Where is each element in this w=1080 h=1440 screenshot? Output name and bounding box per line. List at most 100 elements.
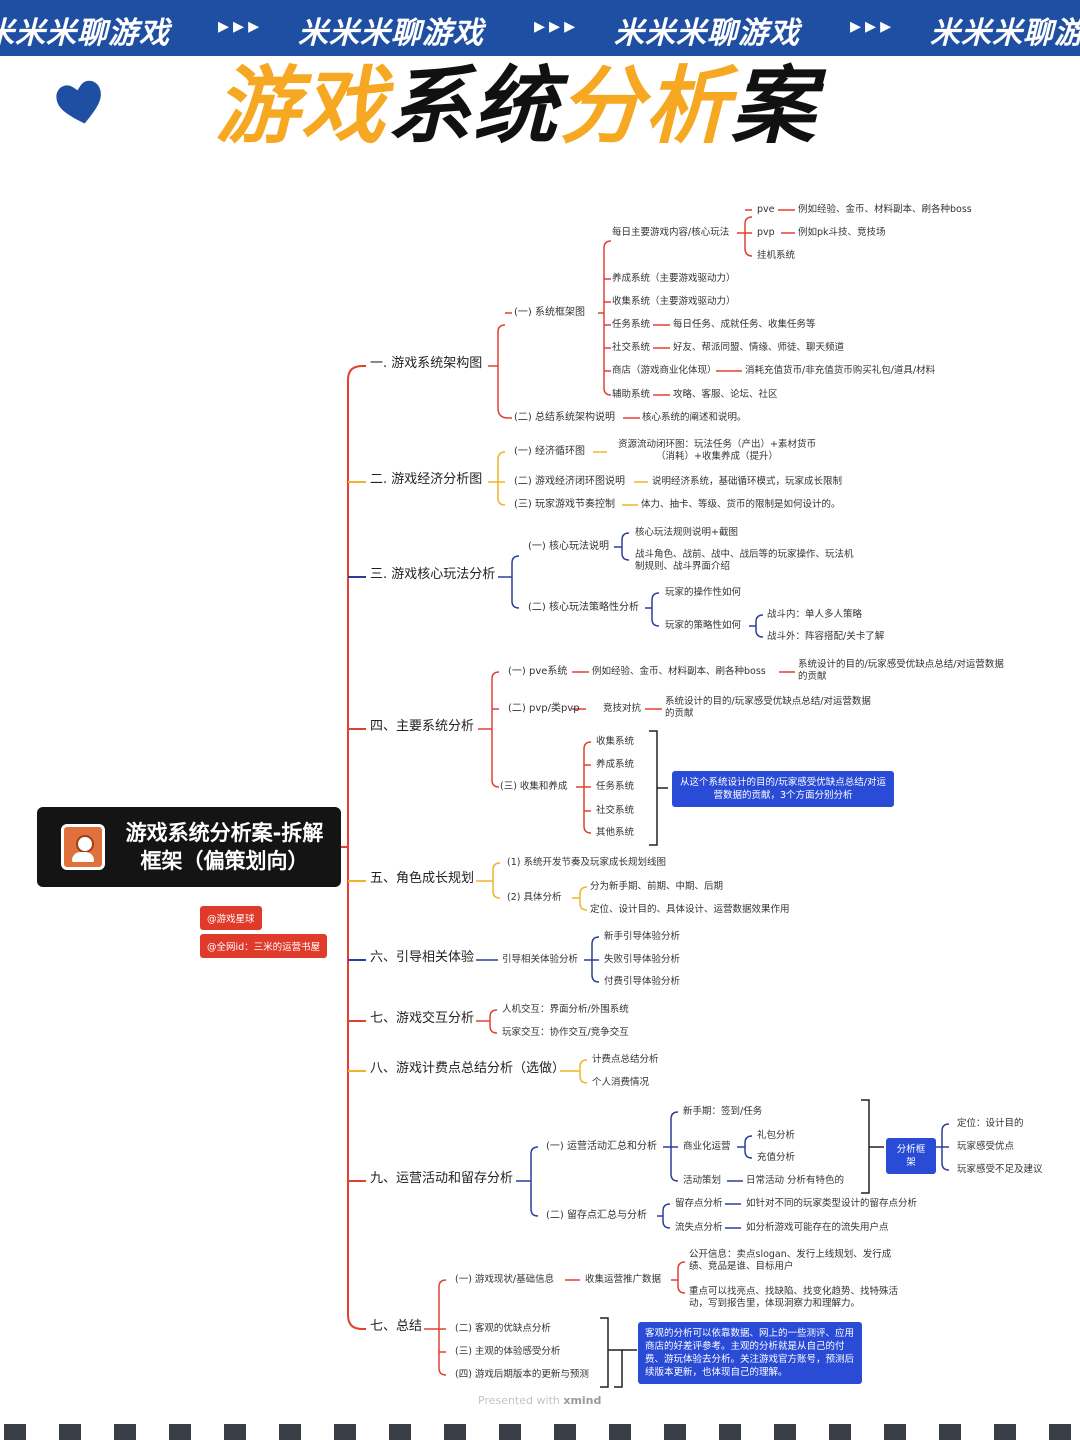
node: 收集运营推广数据 bbox=[585, 1274, 662, 1285]
watermark-prefix: Presented with bbox=[478, 1394, 560, 1407]
node: (二) 游戏经济闭环图说明 bbox=[514, 476, 625, 487]
node: 攻略、客服、论坛、社区 bbox=[673, 389, 778, 400]
node: (一) 核心玩法说明 bbox=[528, 541, 609, 552]
node: 社交系统 bbox=[612, 342, 651, 353]
node: 流失点分析 bbox=[675, 1222, 723, 1233]
node: 玩家的策略性如何 bbox=[665, 620, 742, 631]
node: 好友、帮派同盟、情缘、师徒、聊天频道 bbox=[673, 342, 845, 353]
node: pvp bbox=[757, 227, 775, 238]
node: 定位、设计目的、具体设计、运营数据效果作用 bbox=[590, 904, 790, 915]
node: 任务系统 bbox=[612, 319, 651, 330]
node: 商店（游戏商业化体现） bbox=[612, 365, 717, 376]
strip-square bbox=[4, 1424, 26, 1440]
node: (二) 留存点汇总与分析 bbox=[546, 1210, 647, 1221]
node: 竞技对抗 bbox=[603, 703, 642, 714]
branch-billing: 八、游戏计费点总结分析（选做） bbox=[370, 1061, 566, 1076]
node: 新手期：签到/任务 bbox=[683, 1106, 763, 1117]
strip-square bbox=[884, 1424, 906, 1440]
node: 辅助系统 bbox=[612, 389, 651, 400]
branch-guide: 六、引导相关体验 bbox=[370, 950, 475, 965]
strip-square bbox=[1049, 1424, 1071, 1440]
node: 人机交互：界面分析/外围系统 bbox=[502, 1004, 629, 1015]
node: 挂机系统 bbox=[757, 250, 796, 261]
strip-square bbox=[994, 1424, 1016, 1440]
list-item: 玩家感受优点 bbox=[957, 1141, 1015, 1152]
list-item: 玩家感受不足及建议 bbox=[957, 1164, 1043, 1175]
node: (一) pve系统 bbox=[508, 666, 568, 677]
node: (二) pvp/类pvp bbox=[508, 703, 580, 714]
node: (二) 核心玩法策略性分析 bbox=[528, 602, 639, 613]
node: 个人消费情况 bbox=[592, 1077, 650, 1088]
strip-square bbox=[224, 1424, 246, 1440]
banner-text: 米米米聊游戏 bbox=[0, 16, 170, 51]
list-item: 付费引导体验分析 bbox=[604, 976, 681, 987]
strip-square bbox=[499, 1424, 521, 1440]
strip-square bbox=[169, 1424, 191, 1440]
banner-arrows: ▸▸▸ bbox=[218, 14, 264, 39]
node: 战斗角色、战前、战中、战后等的玩家操作、玩法机制规则、战斗界面介绍 bbox=[635, 549, 854, 572]
strip-square bbox=[334, 1424, 356, 1440]
node: pve bbox=[757, 204, 775, 215]
branch-growth: 五、角色成长规划 bbox=[370, 871, 475, 886]
branch-operations: 九、运营活动和留存分析 bbox=[370, 1171, 514, 1186]
strip-square bbox=[59, 1424, 81, 1440]
title-part: 系统 bbox=[387, 57, 560, 155]
branch-core-gameplay: 三. 游戏核心玩法分析 bbox=[370, 567, 496, 582]
strip-square bbox=[609, 1424, 631, 1440]
node: 活动策划 bbox=[683, 1175, 722, 1186]
banner-arrows: ▸▸▸ bbox=[534, 14, 580, 39]
node: 例如经验、金币、材料副本、刷各种boss bbox=[592, 666, 766, 677]
node: 如针对不同的玩家类型设计的留存点分析 bbox=[746, 1198, 918, 1209]
node: (一) 经济循环图 bbox=[514, 446, 585, 457]
title-part: 游戏 bbox=[215, 57, 388, 155]
top-banner: 米米米聊游戏 ▸▸▸ 米米米聊游戏 ▸▸▸ 米米米聊游戏 ▸▸▸ 米米米聊游 bbox=[0, 0, 1080, 56]
node: 如分析游戏可能存在的流失用户点 bbox=[746, 1222, 889, 1233]
node: 日常活动 分析有特色的 bbox=[746, 1175, 845, 1186]
branch-system-architecture: 一. 游戏系统架构图 bbox=[370, 356, 483, 371]
branch-summary: 七、总结 bbox=[370, 1319, 423, 1334]
node: 分为新手期、前期、中期、后期 bbox=[590, 881, 724, 892]
strip-square bbox=[554, 1424, 576, 1440]
node: 玩家的操作性如何 bbox=[665, 587, 742, 598]
strip-square bbox=[829, 1424, 851, 1440]
list-item: 任务系统 bbox=[596, 781, 635, 792]
list-item: 失败引导体验分析 bbox=[604, 954, 681, 965]
list-item: 养成系统 bbox=[596, 759, 635, 770]
node: 公开信息：卖点slogan、发行上线规划、发行成绩、竞品是谁、目标用户 bbox=[689, 1249, 892, 1272]
watermark: Presented with xmind bbox=[478, 1394, 601, 1407]
banner-text: 米米米聊游 bbox=[930, 16, 1080, 51]
node: 重点可以找亮点、找缺陷、找变化趋势、找特殊活动，写到报告里，体现洞察力和理解力。 bbox=[689, 1286, 899, 1309]
author-id-tag: @全网id：三米的运营书屋 bbox=[200, 934, 328, 958]
strip-square bbox=[939, 1424, 961, 1440]
root-node: 游戏系统分析案-拆解框架（偏策划向） bbox=[37, 807, 341, 887]
node: 例如pk斗技、竞技场 bbox=[798, 227, 886, 238]
node: 礼包分析 bbox=[757, 1130, 796, 1141]
node: 体力、抽卡、等级、货币的限制是如何设计的。 bbox=[641, 499, 841, 510]
branch-interaction: 七、游戏交互分析 bbox=[370, 1011, 475, 1026]
node: 每日任务、成就任务、收集任务等 bbox=[673, 319, 816, 330]
node: 引导相关体验分析 bbox=[502, 954, 579, 965]
node: 充值分析 bbox=[757, 1152, 796, 1163]
node: (三) 玩家游戏节奏控制 bbox=[514, 499, 615, 510]
node: 战斗内：单人多人策略 bbox=[767, 609, 863, 620]
node: (一) 运营活动汇总和分析 bbox=[546, 1141, 657, 1152]
heart-icon bbox=[56, 80, 101, 124]
node: (三) 收集和养成 bbox=[500, 781, 568, 792]
node: 核心系统的阐述和说明。 bbox=[642, 412, 747, 423]
node: 商业化运营 bbox=[683, 1141, 731, 1152]
branch-economy: 二. 游戏经济分析图 bbox=[370, 472, 483, 487]
node: 系统设计的目的/玩家感受优缺点总结/对运营数据的贡献 bbox=[665, 696, 871, 719]
watermark-brand: xmind bbox=[563, 1394, 602, 1407]
node: 每日主要游戏内容/核心玩法 bbox=[612, 227, 730, 238]
node: (一) 系统框架图 bbox=[514, 307, 585, 318]
node: 养成系统（主要游戏驱动力） bbox=[612, 273, 736, 284]
node: (四) 游戏后期版本的更新与预测 bbox=[455, 1369, 589, 1380]
author-tag: @游戏星球 bbox=[200, 906, 262, 930]
list-item: 其他系统 bbox=[596, 827, 635, 838]
node: (二) 客观的优缺点分析 bbox=[455, 1323, 551, 1334]
framework-box: 分析框架 bbox=[886, 1138, 936, 1174]
node: 例如经验、金币、材料副本、刷各种boss bbox=[798, 204, 972, 215]
strip-square bbox=[774, 1424, 796, 1440]
list-item: 社交系统 bbox=[596, 805, 635, 816]
